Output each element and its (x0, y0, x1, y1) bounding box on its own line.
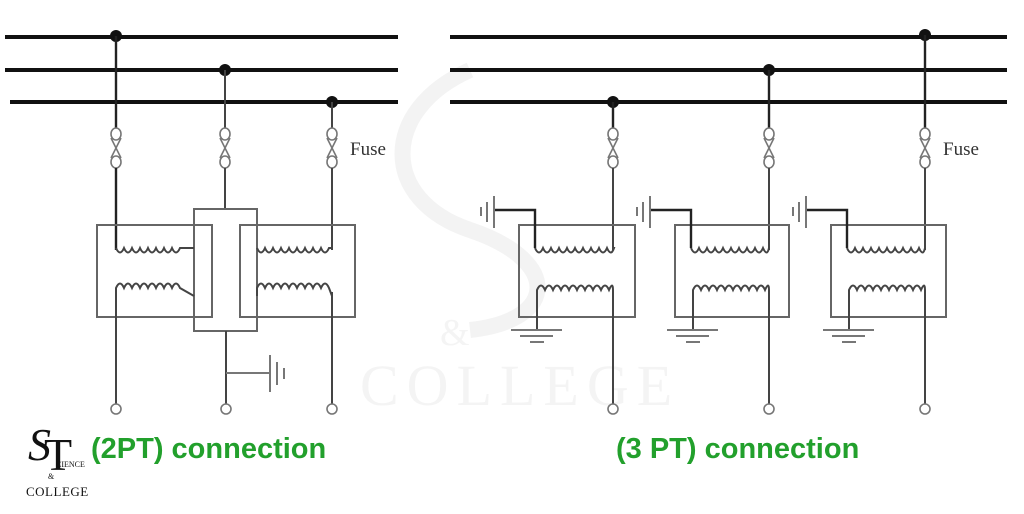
transformer-core (830, 224, 947, 318)
watermark-swoosh (394, 62, 546, 338)
fuse-label: Fuse (350, 139, 386, 160)
watermark: COLLEGE & (360, 62, 680, 418)
logo-line1: CIENCE (56, 460, 85, 469)
primary-coil (690, 245, 770, 254)
caption-2pt: (2PT) connection (91, 433, 327, 465)
caption-3pt: (3 PT) connection (616, 433, 860, 465)
diagram-3pt: Fuse (450, 29, 1007, 415)
transformer-unit-3 (792, 168, 947, 415)
ground-icon (226, 355, 285, 392)
ground-icon (480, 196, 495, 228)
fuse-icon (326, 127, 338, 169)
fuse-icon (607, 127, 619, 169)
common-connection (193, 208, 258, 332)
transformer-core-1 (96, 224, 213, 318)
primary-coil (534, 245, 616, 254)
fuse-icon (763, 127, 775, 169)
fuse-icon (219, 127, 231, 169)
watermark-amp: & (440, 312, 470, 354)
ground-icon (667, 329, 718, 343)
logo-letter-s: S (28, 419, 51, 470)
logo-college: COLLEGE (26, 484, 89, 499)
transformer-core (674, 224, 790, 318)
watermark-text: COLLEGE (360, 353, 680, 418)
primary-coil (115, 245, 194, 254)
logo-amp: & (48, 472, 55, 481)
ground-icon (823, 329, 874, 343)
secondary-coil (692, 284, 770, 300)
secondary-coil (256, 282, 333, 297)
transformer-unit-2 (636, 168, 790, 415)
output-terminal (919, 403, 931, 415)
primary-coil (256, 245, 332, 254)
diagram-2pt: Fuse (5, 30, 398, 415)
output-terminal (110, 403, 122, 415)
secondary-coil (115, 282, 195, 297)
output-terminal (326, 403, 338, 415)
fuse-icon (919, 127, 931, 169)
output-terminal (763, 403, 775, 415)
college-logo: S T CIENCE & COLLEGE (24, 419, 89, 504)
ground-icon (636, 196, 651, 228)
fuse-icon (110, 127, 122, 169)
transformer-core-2 (239, 224, 356, 318)
primary-coil (846, 245, 926, 254)
secondary-coil (536, 284, 614, 300)
ground-icon (511, 329, 562, 343)
fuse-label: Fuse (943, 139, 979, 160)
transformer-core (518, 224, 636, 318)
transformer-unit-1 (480, 168, 636, 415)
secondary-coil (848, 284, 926, 300)
ground-icon (792, 196, 807, 228)
output-terminal (220, 403, 232, 415)
logo-letter-t: T (44, 429, 73, 480)
output-terminal (607, 403, 619, 415)
